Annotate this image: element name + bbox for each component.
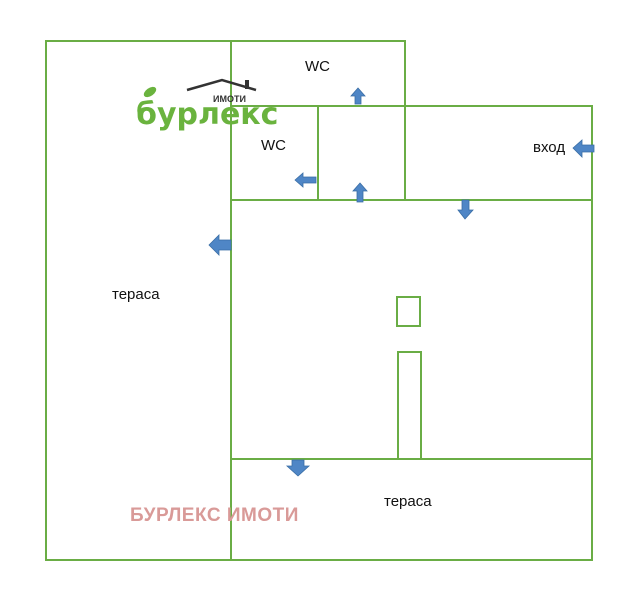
- arrow-left-icon: [208, 234, 232, 256]
- logo-house-icon: [186, 78, 257, 92]
- arrow-down-icon: [285, 459, 311, 477]
- logo-subtitle: ИМОТИ: [213, 94, 246, 104]
- arrow-left-icon: [294, 172, 317, 188]
- logo-leaf-icon: [143, 86, 157, 98]
- partition-wall: [397, 351, 422, 460]
- logo-wordmark: бурлекс: [136, 97, 278, 132]
- arrow-down-icon: [457, 199, 474, 220]
- main-room-wall: [230, 199, 593, 460]
- arrow-up-icon: [350, 87, 366, 105]
- logo-chimney-icon: [245, 80, 249, 89]
- terrace-left-label: тераса: [112, 286, 160, 303]
- wc-lower-label: WC: [261, 137, 286, 154]
- arrow-left-icon: [572, 139, 595, 158]
- watermark-text: БУРЛЕКС ИМОТИ: [130, 505, 299, 526]
- burleks-logo: ИМОТИ бурлекс: [136, 78, 278, 132]
- terrace-bottom-label: тераса: [384, 493, 432, 510]
- column: [396, 296, 421, 327]
- wc-upper-label: WC: [305, 58, 330, 75]
- entrance-hall-wall: [404, 105, 593, 201]
- entrance-label: вход: [533, 139, 565, 156]
- arrow-up-icon: [352, 182, 368, 203]
- outer-wall: [45, 40, 593, 561]
